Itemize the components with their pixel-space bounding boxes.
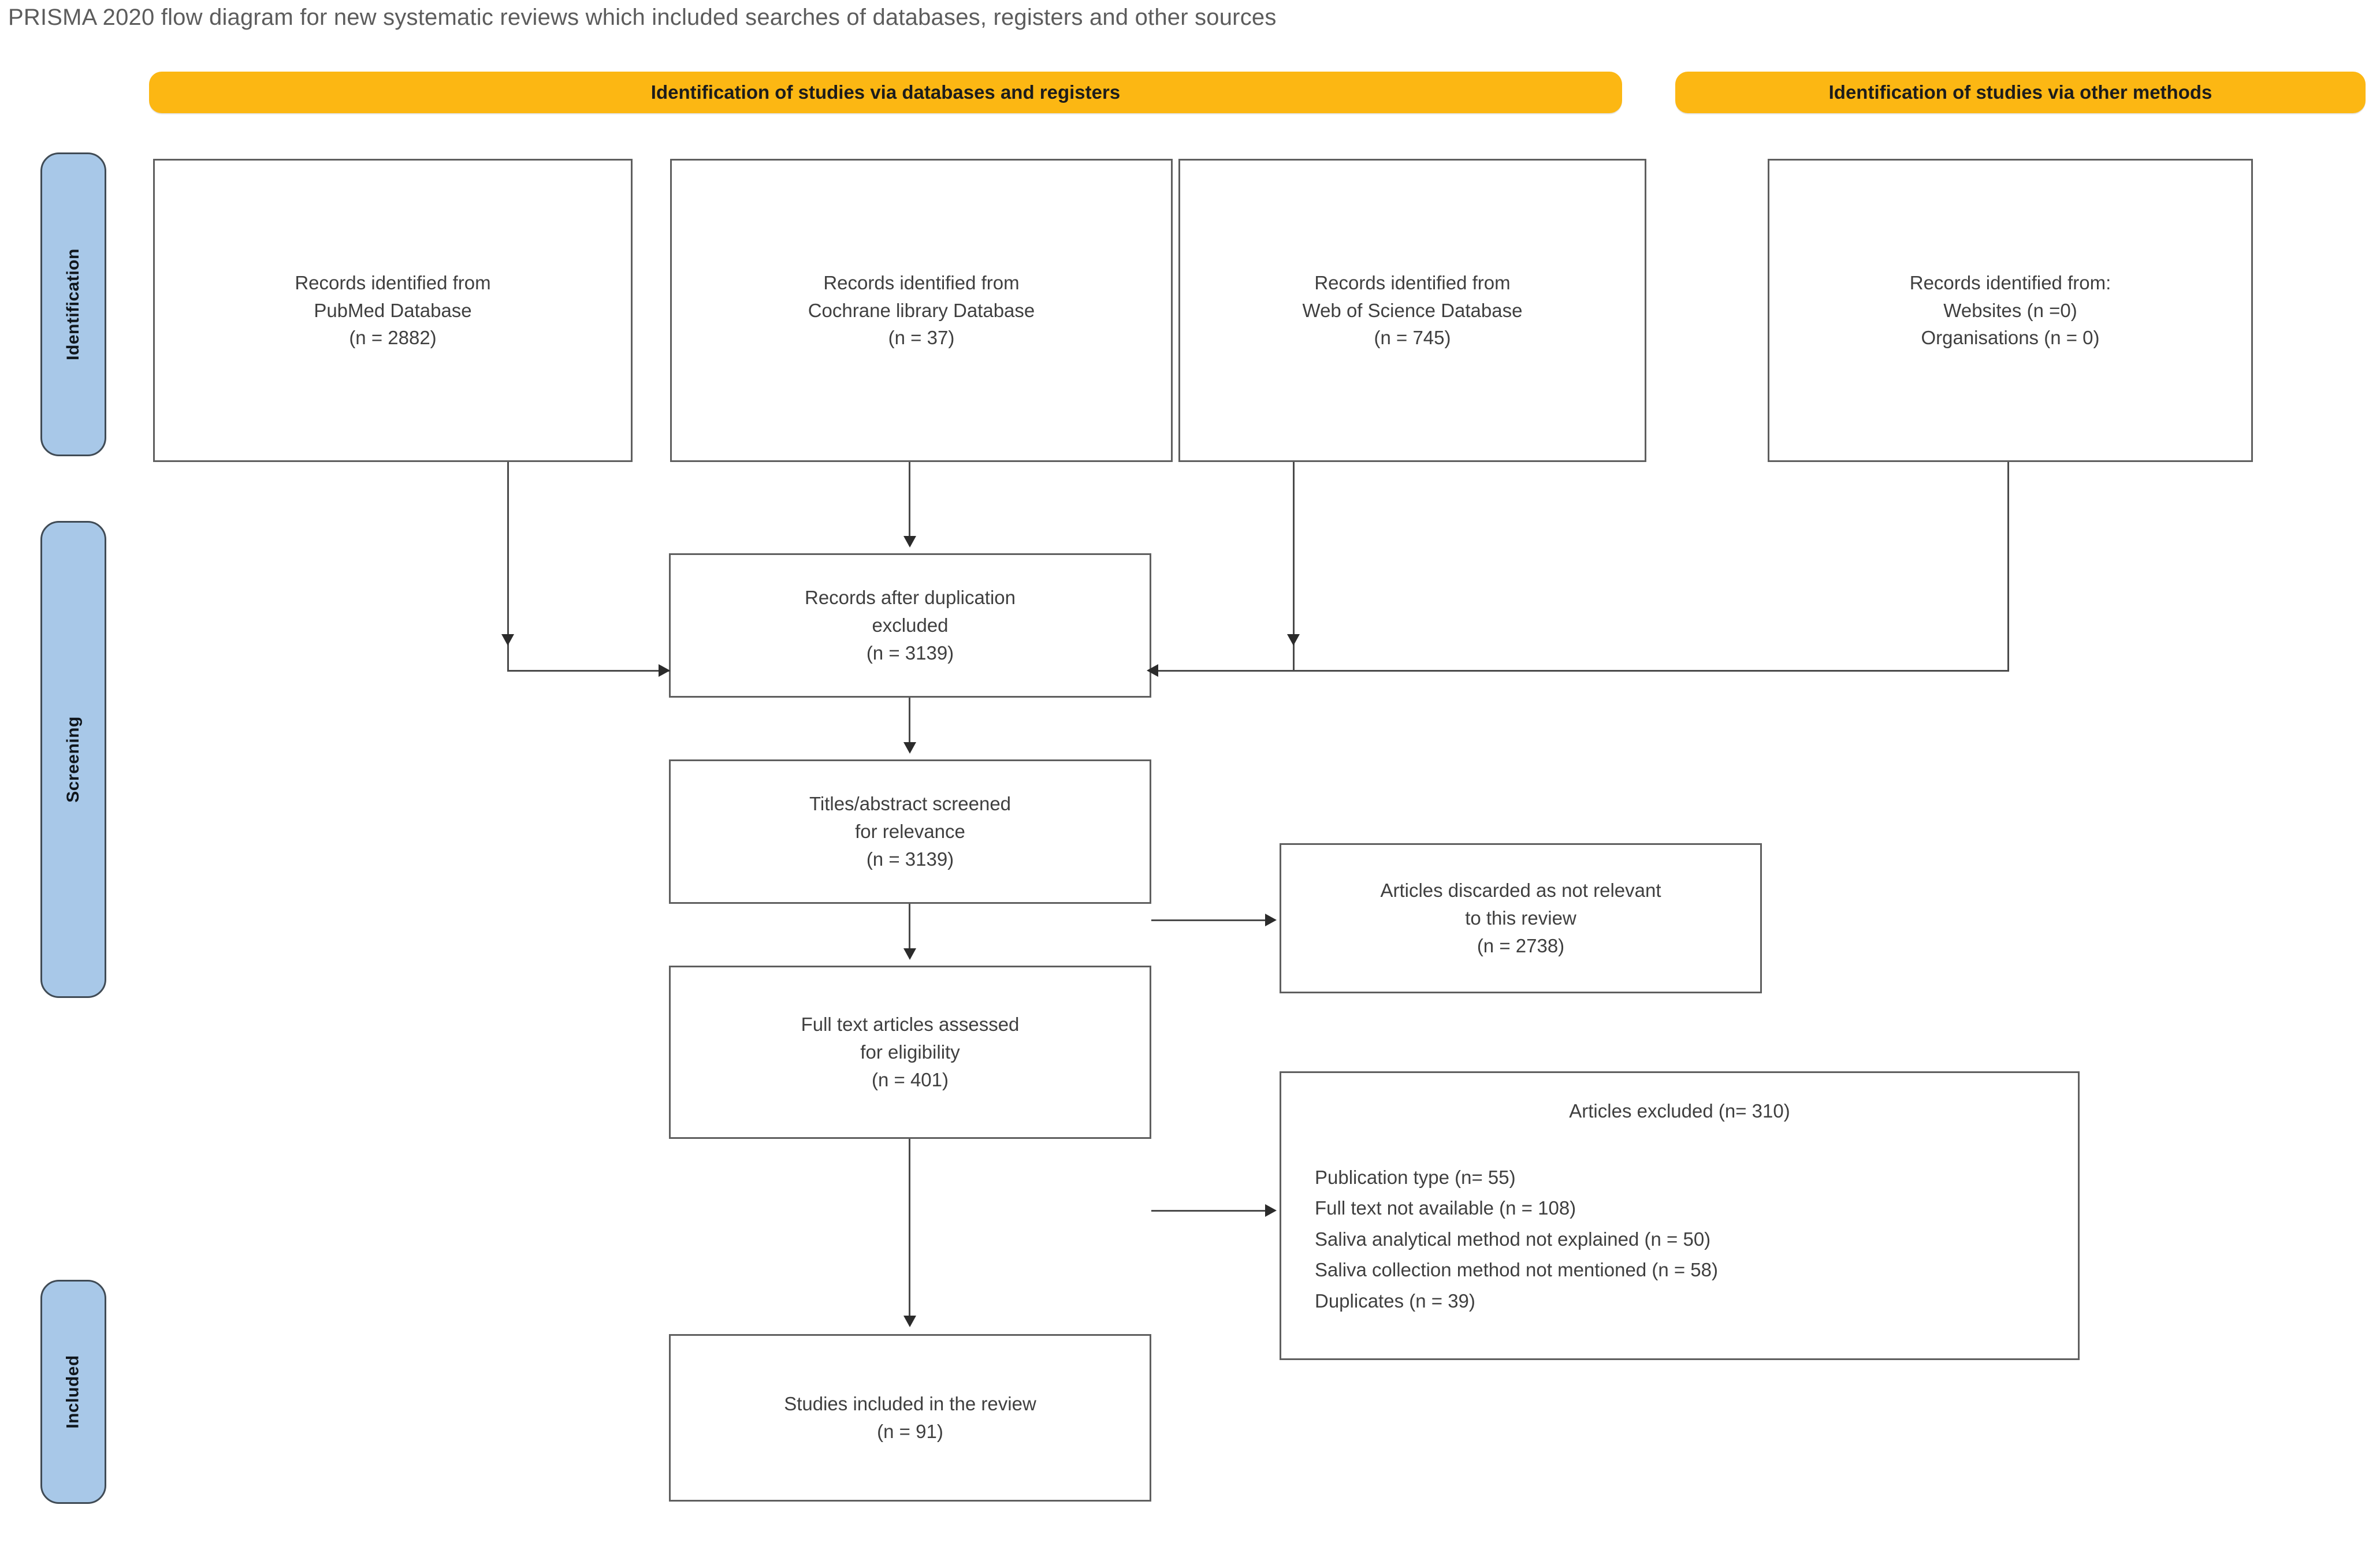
node-records-cochrane: Records identified from Cochrane library… (670, 159, 1173, 462)
arrow-pubmed-elbow (501, 634, 514, 646)
node-line-2: Web of Science Database (1302, 299, 1523, 321)
connector-other-down (2007, 462, 2009, 671)
connector-pubmed-right (507, 670, 670, 672)
connector-dedup-to-screened (909, 698, 910, 744)
stage-tab-screening: Screening (40, 521, 106, 998)
header-bar-other-methods: Identification of studies via other meth… (1675, 72, 2366, 113)
node-line-2: for eligibility (860, 1041, 960, 1063)
stage-label-identification: Identification (64, 248, 83, 360)
node-line-3: (n = 2738) (1477, 934, 1565, 956)
stage-tab-identification: Identification (40, 152, 106, 456)
node-line-1: Records identified from: (1909, 271, 2111, 293)
arrow-into-excluded (1265, 1204, 1277, 1217)
excluded-reason: Publication type (n= 55) (1315, 1166, 1516, 1188)
connector-screened-to-discarded (1151, 919, 1267, 921)
connector-cochrane-down (909, 462, 910, 537)
connector-wos-down (1293, 462, 1295, 671)
node-records-other-methods: Records identified from: Websites (n =0)… (1768, 159, 2253, 462)
stage-tab-included: Included (40, 1280, 106, 1504)
connector-pubmed-down (507, 462, 509, 671)
node-line-1: Studies included in the review (784, 1393, 1036, 1415)
excluded-reason-list: Publication type (n= 55) Full text not a… (1315, 1162, 2078, 1316)
node-line-3: (n = 2882) (349, 327, 437, 349)
node-records-web-of-science: Records identified from Web of Science D… (1178, 159, 1646, 462)
node-line-1: Full text articles assessed (801, 1014, 1020, 1036)
connector-fulltext-to-included (909, 1139, 910, 1318)
excluded-heading: Articles excluded (n= 310) (1569, 1100, 1790, 1122)
node-line-1: Records identified from (1314, 271, 1511, 293)
stage-label-included: Included (64, 1355, 83, 1429)
node-line-2: to this review (1465, 907, 1576, 929)
node-line-1: Records identified from (295, 271, 491, 293)
node-records-pubmed: Records identified from PubMed Database … (153, 159, 633, 462)
node-line-3: (n = 401) (872, 1068, 949, 1090)
arrow-into-screened (903, 742, 916, 754)
node-line-1: Records identified from (823, 271, 1020, 293)
node-line-2: Cochrane library Database (808, 299, 1035, 321)
excluded-reason: Saliva analytical method not explained (… (1315, 1228, 1711, 1250)
node-line-2: Websites (n =0) (1943, 299, 2077, 321)
arrow-into-included (903, 1316, 916, 1327)
excluded-reason: Full text not available (n = 108) (1315, 1197, 1576, 1219)
arrow-pubmed-into-dedup (659, 664, 670, 677)
arrow-wos-into-dedup (1147, 664, 1158, 677)
node-line-3: (n = 745) (1374, 327, 1451, 349)
arrow-into-fulltext (903, 948, 916, 960)
node-articles-excluded: Articles excluded (n= 310) Publication t… (1280, 1071, 2080, 1360)
node-line-2: (n = 91) (877, 1421, 943, 1442)
connector-other-left (1293, 670, 2009, 672)
stage-label-screening: Screening (64, 716, 83, 803)
header-bar-databases: Identification of studies via databases … (149, 72, 1622, 113)
connector-wos-left (1151, 670, 1295, 672)
node-articles-discarded: Articles discarded as not relevant to th… (1280, 843, 1762, 993)
page-title: PRISMA 2020 flow diagram for new systema… (8, 5, 1277, 30)
node-line-1: Articles discarded as not relevant (1380, 880, 1661, 902)
node-records-after-duplication-excluded: Records after duplication excluded (n = … (669, 553, 1151, 698)
node-full-text-assessed: Full text articles assessed for eligibil… (669, 966, 1151, 1139)
node-line-2: for relevance (855, 821, 965, 843)
connector-fulltext-to-excluded (1151, 1210, 1267, 1212)
node-line-2: PubMed Database (314, 299, 472, 321)
arrow-wos-elbow (1287, 634, 1300, 646)
node-studies-included: Studies included in the review (n = 91) (669, 1334, 1151, 1502)
node-line-3: Organisations (n = 0) (1921, 327, 2100, 349)
connector-screened-to-fulltext (909, 904, 910, 950)
excluded-reason: Duplicates (n = 39) (1315, 1290, 1475, 1312)
node-line-3: (n = 37) (888, 327, 955, 349)
arrow-into-discarded (1265, 914, 1277, 926)
node-line-3: (n = 3139) (866, 848, 954, 870)
node-line-1: Records after duplication (804, 587, 1016, 609)
node-line-1: Titles/abstract screened (809, 793, 1011, 815)
excluded-reason: Saliva collection method not mentioned (… (1315, 1259, 1718, 1281)
node-line-2: excluded (872, 614, 949, 636)
arrow-cochrane-into-dedup (903, 536, 916, 547)
node-line-3: (n = 3139) (866, 642, 954, 664)
node-titles-abstract-screened: Titles/abstract screened for relevance (… (669, 759, 1151, 904)
